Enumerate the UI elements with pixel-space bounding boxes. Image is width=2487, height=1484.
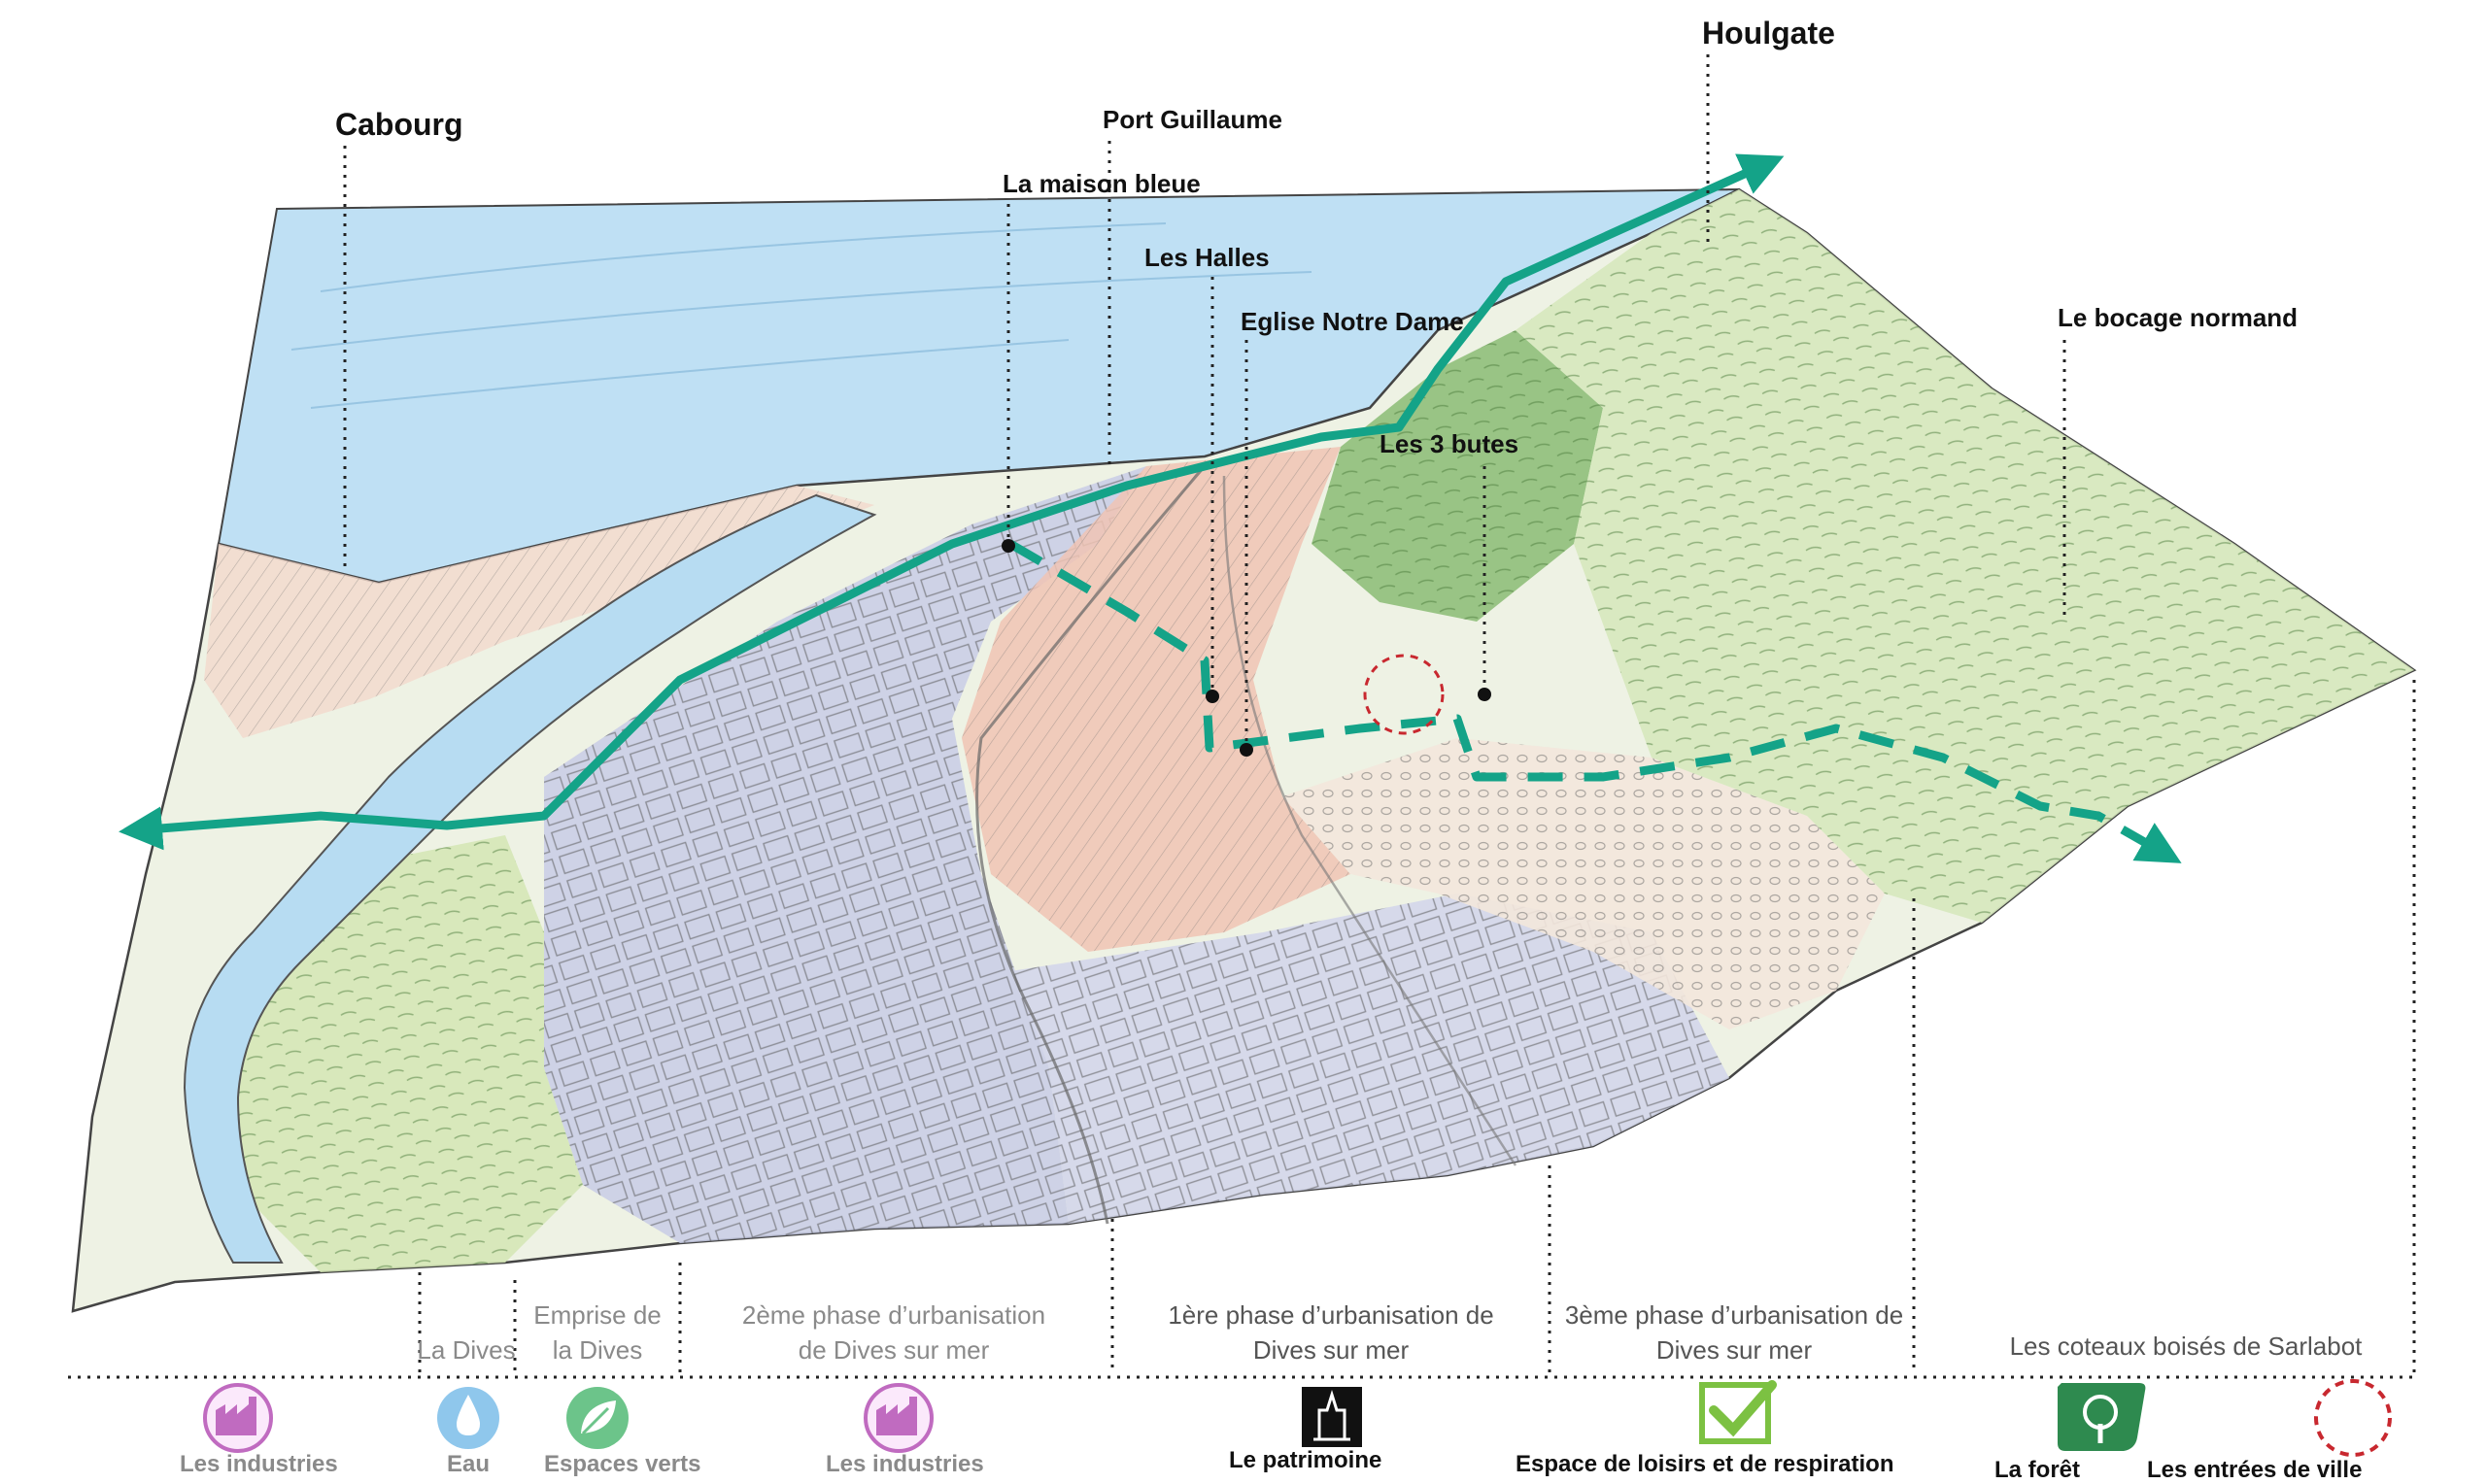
legend-industries-2: Les industries <box>826 1451 984 1477</box>
inland-route <box>1007 540 2182 863</box>
legend-entrees: Les entrées de ville <box>2147 1457 2363 1483</box>
label-bocage: Le bocage normand <box>2058 303 2299 332</box>
zone-phase2: 2ème phase d’urbanisation de Dives sur m… <box>741 1300 1046 1365</box>
label-port-guillaume: Port Guillaume <box>1103 105 1282 134</box>
legend-loisirs: Espace de loisirs et de respiration <box>1516 1451 1894 1477</box>
zone-phase1: 1ère phase d’urbanisation de Dives sur m… <box>1168 1300 1494 1365</box>
legend-eau: Eau <box>447 1451 491 1477</box>
coastal-route <box>119 153 1785 851</box>
legend-espaces-verts: Espaces verts <box>544 1451 701 1477</box>
checkmark-icon <box>1699 1380 1777 1444</box>
label-eglise: Eglise Notre Dame <box>1241 307 1464 336</box>
label-maison-bleue: La maison bleue <box>1003 169 1201 198</box>
label-3-butes: Les 3 butes <box>1380 429 1519 458</box>
leaf-icon <box>566 1387 629 1449</box>
leader-lines <box>68 54 2419 1379</box>
zone-coteaux: Les coteaux boisés de Sarlabot <box>2009 1332 2363 1361</box>
dashed-circle-icon <box>2314 1379 2392 1457</box>
label-cabourg: Cabourg <box>335 107 463 142</box>
church-icon <box>1302 1387 1362 1447</box>
label-les-halles: Les Halles <box>1144 243 1270 272</box>
town-entrance-marker <box>1363 654 1445 735</box>
legend-industries-1: Les industries <box>180 1451 338 1477</box>
water-drop-icon <box>437 1387 499 1449</box>
zone-emprise: Emprise de la Dives <box>533 1300 662 1365</box>
zone-phase3: 3ème phase d’urbanisation de Dives sur m… <box>1564 1300 1904 1365</box>
factory-icon-2 <box>864 1383 934 1453</box>
label-houlgate: Houlgate <box>1702 16 1835 51</box>
zone-la-dives: La Dives <box>417 1335 516 1365</box>
legend-foret: La forêt <box>1994 1457 2081 1483</box>
legend-patrimoine: Le patrimoine <box>1229 1447 1382 1473</box>
poi-dots <box>1002 539 1491 757</box>
factory-icon <box>203 1383 273 1453</box>
tree-icon <box>2058 1383 2146 1451</box>
legend-icons <box>203 1379 2392 1457</box>
